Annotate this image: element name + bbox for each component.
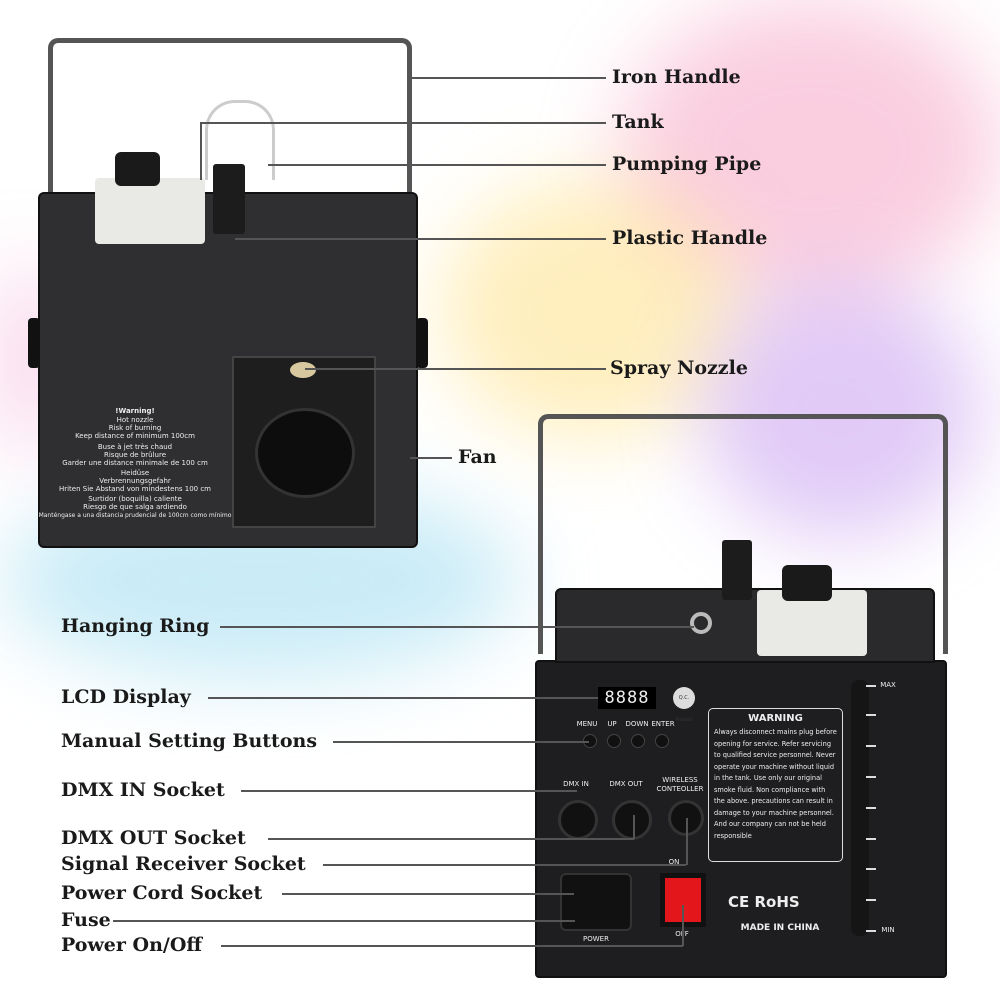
max-label: MAX: [880, 681, 896, 689]
dmx-out-label: DMX OUT: [609, 780, 643, 788]
min-label: MIN: [881, 926, 895, 934]
callout-fan: Fan: [458, 446, 497, 468]
callout-power-cord-socket: Power Cord Socket: [61, 882, 263, 904]
dmx-in-label: DMX IN: [563, 780, 589, 788]
callout-fuse: Fuse: [61, 909, 111, 931]
callout-pumping-pipe: Pumping Pipe: [612, 153, 762, 175]
made-in-label: MADE IN CHINA: [740, 923, 820, 933]
callout-dmx-in-socket: DMX IN Socket: [61, 779, 225, 801]
button-label-down: DOWN: [625, 720, 649, 728]
callout-manual-setting-buttons: Manual Setting Buttons: [61, 730, 318, 752]
enter-button[interactable]: [655, 734, 669, 748]
button-label-enter: ENTER: [651, 720, 675, 728]
warning-line: Surtidor (boquilla) caliente: [88, 495, 182, 503]
tank-cap: [782, 565, 832, 601]
down-button[interactable]: [631, 734, 645, 748]
background-cloud: [700, 280, 980, 540]
rear-warning-label: WARNING Always disconnect mains plug bef…: [708, 708, 843, 862]
callout-power-on-off: Power On/Off: [61, 934, 202, 956]
iron-handle: [48, 38, 412, 238]
side-knob: [416, 318, 428, 368]
warning-title: WARNING: [748, 713, 803, 724]
button-label-up: UP: [607, 720, 617, 728]
tank: [757, 590, 867, 656]
tank: [95, 178, 205, 244]
background-cloud: [440, 180, 740, 440]
up-button[interactable]: [607, 734, 621, 748]
on-label: ON: [668, 858, 680, 866]
callout-dmx-out-socket: DMX OUT Socket: [61, 827, 246, 849]
callout-spray-nozzle: Spray Nozzle: [610, 357, 748, 379]
warning-line: Risque de brûlure: [103, 451, 166, 459]
certification-marks: CE RoHS: [728, 893, 800, 911]
wireless-controller-label: WIRELESS CONTEOLLER: [656, 776, 704, 793]
warning-line: Risk of burning: [108, 424, 162, 432]
iron-handle: [538, 414, 948, 654]
warning-title: !Warning!: [115, 407, 155, 415]
warning-line: Manténgase a una distancia prudencial de…: [38, 512, 232, 519]
qc-passed-sticker: Q.C. Passed: [673, 687, 695, 723]
front-warning-label: !Warning! Hot nozzle Risk of burning Kee…: [39, 405, 232, 519]
fan: [255, 408, 355, 498]
dmx-out-socket[interactable]: [612, 800, 652, 840]
callout-plastic-handle: Plastic Handle: [612, 227, 768, 249]
warning-line: Verbrennungsgefahr: [99, 477, 171, 485]
plastic-handle: [722, 540, 752, 600]
spray-nozzle: [290, 362, 316, 378]
callout-tank: Tank: [612, 111, 664, 133]
side-knob: [28, 318, 40, 368]
warning-line: Hriten Sie Abstand von mindestens 100 cm: [58, 485, 212, 493]
warning-line: Hot nozzle: [116, 416, 154, 424]
callout-signal-receiver-socket: Signal Receiver Socket: [61, 853, 306, 875]
warning-line: Keep distance of minimum 100cm: [75, 432, 195, 440]
tank-cap: [115, 152, 160, 186]
liquid-level-window: [851, 680, 869, 936]
callout-lcd-display: LCD Display: [61, 686, 191, 708]
power-cord-socket[interactable]: [560, 873, 632, 931]
callout-iron-handle: Iron Handle: [612, 66, 741, 88]
warning-line: Garder une distance minimale de 100 cm: [62, 459, 208, 467]
lcd-display: 8888: [598, 687, 656, 709]
hanging-ring: [690, 612, 712, 634]
warning-line: Riesgo de que salga ardiendo: [83, 503, 187, 511]
pumping-pipe: [205, 100, 275, 180]
dmx-in-socket[interactable]: [558, 800, 598, 840]
callout-hanging-ring: Hanging Ring: [61, 615, 210, 637]
warning-text: Always disconnect mains plug before open…: [714, 728, 837, 840]
warning-line: Heidüse: [120, 469, 150, 477]
button-label-menu: MENU: [576, 720, 598, 728]
power-label: POWER: [583, 935, 609, 943]
warning-line: Buse à jet très chaud: [97, 443, 173, 451]
